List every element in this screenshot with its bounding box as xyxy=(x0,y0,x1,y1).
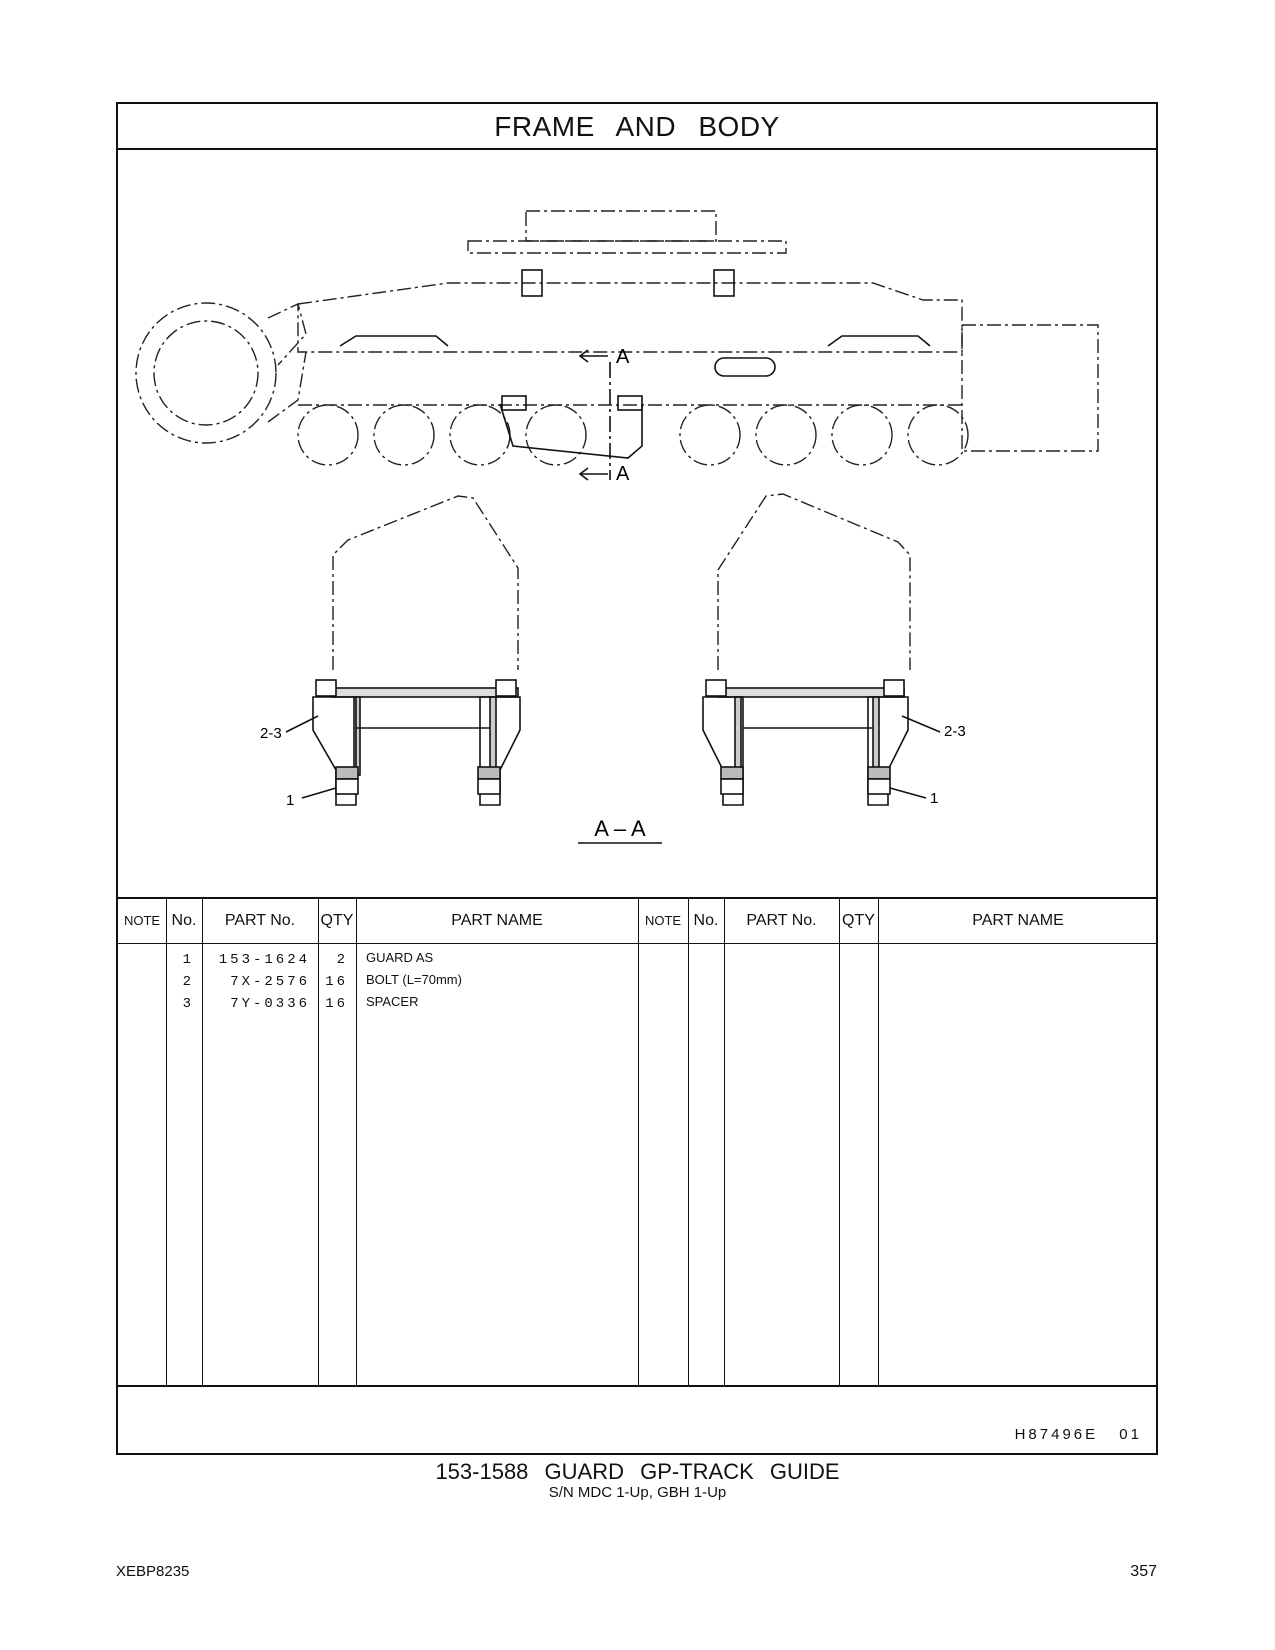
row-qty: 16 xyxy=(325,996,348,1012)
section-title: FRAME AND BODY xyxy=(118,104,1156,150)
right-guard-section xyxy=(702,679,941,806)
row-qty: 16 xyxy=(325,974,348,990)
section-view-label: A – A xyxy=(594,816,646,841)
row-part-name: GUARD AS xyxy=(366,950,434,965)
header-no-right: No. xyxy=(693,912,719,929)
header-qty-right: QTY xyxy=(842,912,875,929)
drawing-info-strip: H87496E 01 xyxy=(118,1385,1156,1455)
group-title: 153-1588 GUARD GP-TRACK GUIDE xyxy=(435,1459,840,1484)
row-qty: 2 xyxy=(336,952,348,968)
row-no: 2 xyxy=(182,974,194,990)
row-part-no: 153-1624 xyxy=(218,952,310,968)
section-marker-bottom: A xyxy=(616,463,630,485)
drawing-code: H87496E 01 xyxy=(1014,1426,1142,1443)
row-part-name: BOLT (L=70mm) xyxy=(366,972,462,987)
track-guide-drawing: A A xyxy=(135,210,1099,844)
document-id: XEBP8235 xyxy=(116,1563,190,1580)
row-part-no: 7Y-0336 xyxy=(230,996,310,1012)
section-marker-top: A xyxy=(616,346,630,368)
header-note: NOTE xyxy=(123,913,161,928)
row-no: 3 xyxy=(182,996,194,1012)
left-guard-section xyxy=(285,679,521,806)
row-no: 1 xyxy=(182,952,194,968)
callout-2-3-left: 2-3 xyxy=(260,725,282,742)
parts-page-frame: FRAME AND BODY xyxy=(116,102,1158,1455)
header-note-right: NOTE xyxy=(644,913,682,928)
header-part-name-right: PART NAME xyxy=(972,912,1064,929)
row-part-no: 7X-2576 xyxy=(230,974,310,990)
callout-2-3-right: 2-3 xyxy=(944,723,966,740)
header-part-name: PART NAME xyxy=(451,912,543,929)
parts-table: NOTE No. PART No. QTY PART NAME NOTE No.… xyxy=(118,897,1156,1385)
header-no: No. xyxy=(171,912,197,929)
callout-1-right: 1 xyxy=(930,790,938,807)
row-part-name: SPACER xyxy=(366,994,419,1009)
serial-numbers: S/N MDC 1-Up, GBH 1-Up xyxy=(548,1484,727,1501)
header-part-no: PART No. xyxy=(224,912,296,929)
header-qty: QTY xyxy=(320,912,354,929)
callout-1-left: 1 xyxy=(286,792,294,809)
parts-illustration: A A xyxy=(118,150,1156,897)
page-number: 357 xyxy=(1130,1563,1157,1580)
header-part-no-right: PART No. xyxy=(746,912,817,929)
